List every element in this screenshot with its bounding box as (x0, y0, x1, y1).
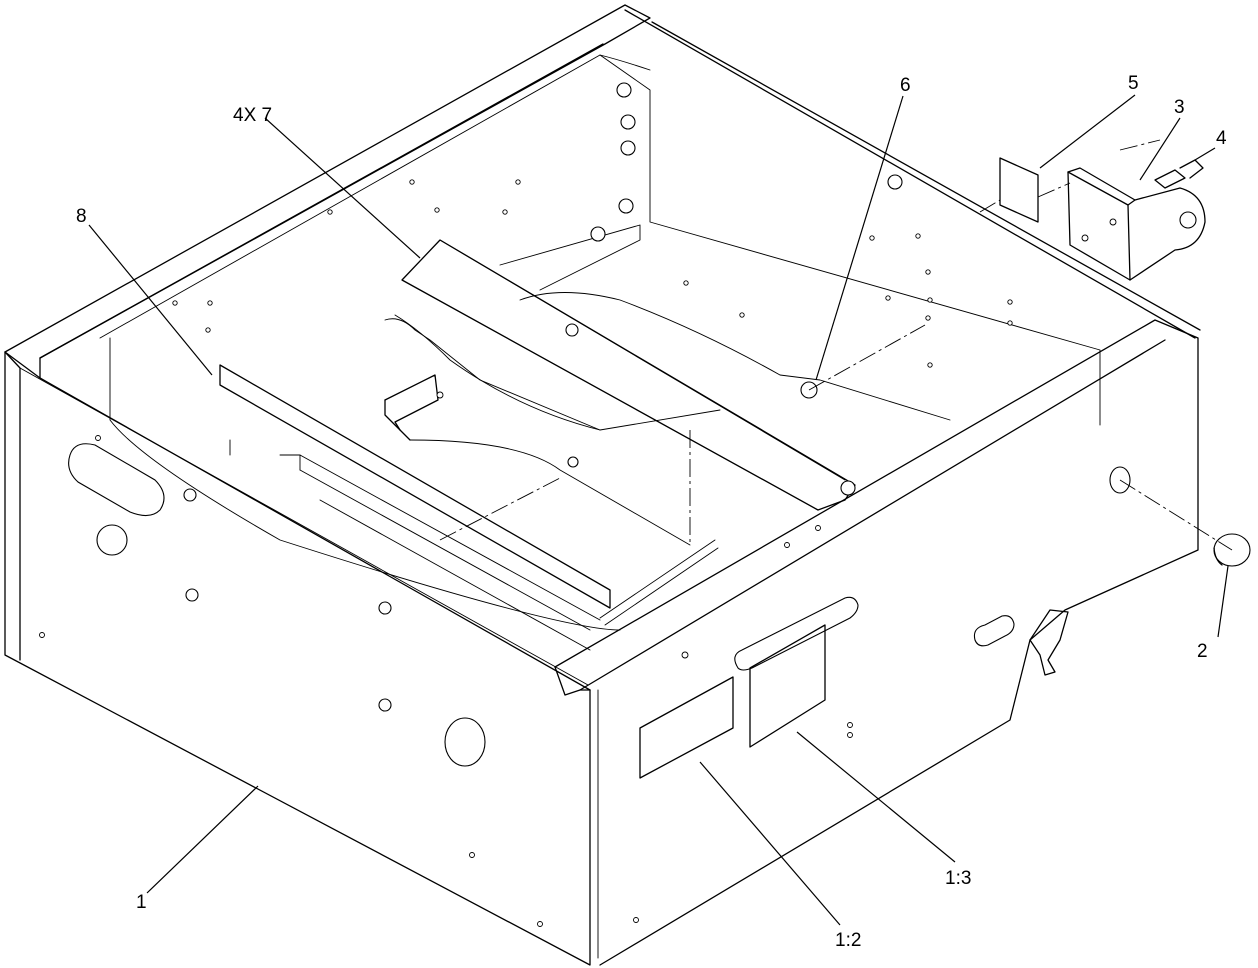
nut-stack (590, 82, 636, 242)
gasket-part-5 (999, 157, 1039, 223)
callout-1-2: 1:2 (835, 930, 861, 951)
callout-4: 4 (1216, 128, 1227, 149)
assembly-centerlines (439, 139, 1233, 551)
small-holes (172, 179, 1013, 368)
callout-2: 2 (1197, 641, 1208, 662)
decal-1-3 (749, 624, 826, 748)
frame-assembly (4, 4, 1201, 966)
callout-6: 6 (900, 75, 911, 96)
bracket-part-3 (1067, 167, 1206, 281)
decal-1-2 (639, 676, 734, 779)
callout-5: 5 (1128, 73, 1139, 94)
bolt-part-4 (1154, 159, 1204, 189)
callout-8: 8 (76, 206, 87, 227)
callout-1-3: 1:3 (945, 868, 971, 889)
callout-3: 3 (1174, 97, 1185, 118)
leader-lines (88, 94, 1229, 926)
callout-1: 1 (136, 892, 147, 913)
callout-4x7: 4X 7 (233, 105, 272, 126)
